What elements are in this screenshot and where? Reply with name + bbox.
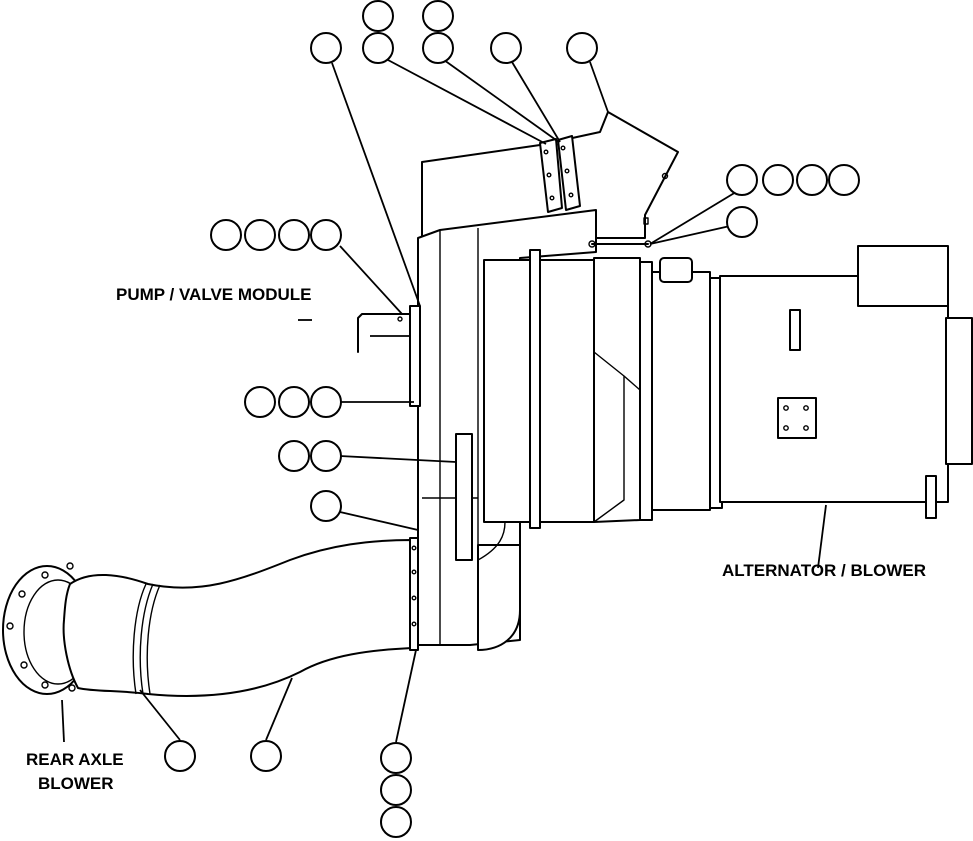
balloon <box>310 490 342 522</box>
balloon <box>796 164 828 196</box>
balloon <box>278 386 310 418</box>
balloon <box>362 32 394 64</box>
balloon <box>490 32 522 64</box>
balloon <box>362 0 394 32</box>
balloon <box>278 440 310 472</box>
module-flange <box>455 249 641 561</box>
balloon <box>422 32 454 64</box>
alternator-blower-label: ALTERNATOR / BLOWER <box>722 561 926 580</box>
balloon <box>566 32 598 64</box>
alternator-blower <box>639 245 973 521</box>
balloon <box>310 440 342 472</box>
balloon <box>244 386 276 418</box>
balloon <box>726 206 758 238</box>
balloon <box>164 740 196 772</box>
balloon <box>726 164 758 196</box>
balloon <box>278 219 310 251</box>
balloon <box>828 164 860 196</box>
balloon <box>380 806 412 838</box>
rear-axle-blower-label-line1: REAR AXLE <box>26 750 124 769</box>
balloon <box>310 386 342 418</box>
balloon <box>422 0 454 32</box>
balloon <box>310 32 342 64</box>
pump-valve-module-label: PUMP / VALVE MODULE <box>116 285 312 304</box>
balloon <box>244 219 276 251</box>
leader-lines <box>61 59 827 743</box>
balloon <box>210 219 242 251</box>
rear-axle-blower-label-line2: BLOWER <box>38 774 114 793</box>
rear-axle-blower-duct <box>2 537 419 697</box>
top-brackets <box>539 135 652 248</box>
balloon <box>380 742 412 774</box>
callout-balloons <box>164 0 860 838</box>
balloon <box>310 219 342 251</box>
balloon <box>250 740 282 772</box>
balloon <box>762 164 794 196</box>
balloon <box>380 774 412 806</box>
